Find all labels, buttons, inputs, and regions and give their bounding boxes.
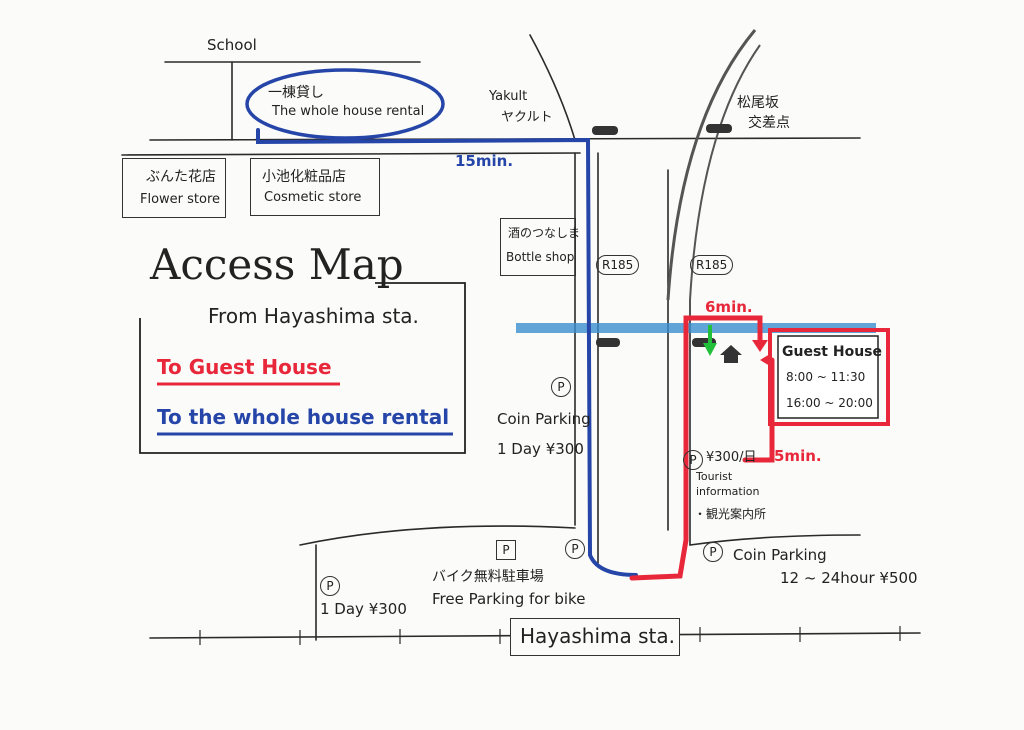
guest-arrow-down — [752, 340, 768, 352]
flower-store-box — [122, 158, 226, 218]
cosmetic-store-jp: 小池化粧品店 — [262, 169, 346, 185]
guest-hours-2: 16:00 ~ 20:00 — [786, 396, 873, 410]
route-rental — [245, 68, 638, 577]
title-box-border — [139, 282, 466, 454]
house-icon — [720, 345, 742, 355]
parking-icon: P — [320, 576, 340, 596]
map-subtitle: From Hayashima sta. — [208, 304, 419, 328]
parking-icon: P — [565, 539, 585, 559]
guest-walk-time-2: 5min. — [774, 447, 822, 465]
station-label: Hayashima sta. — [520, 624, 676, 648]
station-box — [510, 618, 680, 656]
guest-house-inner — [777, 335, 879, 419]
school-label: School — [207, 36, 257, 54]
cosmetic-store-box — [250, 158, 380, 216]
bottle-shop-box — [500, 218, 576, 276]
yakult-label-en: Yakult — [489, 89, 528, 104]
guest-arrow-left — [760, 354, 770, 366]
green-arrow-icon — [703, 325, 717, 356]
cosmetic-store-en: Cosmetic store — [264, 190, 362, 205]
bottle-shop-jp: 酒のつなしま — [508, 226, 581, 240]
flower-store-jp: ぶんた花店 — [146, 169, 216, 185]
tourist-parking-price: ¥300/日 — [706, 450, 757, 465]
bike-parking-en: Free Parking for bike — [432, 590, 586, 608]
bike-parking-jp: バイク無料駐車場 — [432, 569, 544, 585]
legend-guest-route: To Guest House — [157, 355, 332, 379]
guest-hours-1: 8:00 ~ 11:30 — [786, 370, 866, 384]
coin-parking-left-price: 1 Day ¥300 — [497, 440, 584, 458]
tourist-label-jp: ・観光案内所 — [694, 507, 767, 521]
coin-parking-right-label: Coin Parking — [733, 546, 827, 564]
rental-walk-time: 15min. — [455, 152, 514, 170]
street-upper-lower-edge — [121, 152, 581, 156]
parking-icon: P — [551, 377, 571, 397]
road-r185-right: R185 — [690, 255, 734, 275]
intersection-label-1: 松尾坂 — [737, 95, 779, 111]
bottle-shop-en: Bottle shop — [506, 250, 575, 264]
guest-house-outer — [768, 328, 890, 426]
parking-icon: P — [703, 542, 723, 562]
rental-label-en: The whole house rental — [272, 104, 425, 119]
flower-store-en: Flower store — [140, 192, 221, 207]
coin-parking-right-price: 12 ~ 24hour ¥500 — [780, 569, 918, 587]
coin-parking-left-label: Coin Parking — [497, 410, 591, 428]
parking-icon: P — [683, 450, 703, 470]
railway-ticks — [199, 626, 901, 645]
guest-walk-time-1: 6min. — [705, 298, 753, 316]
traffic-light-icon — [592, 124, 732, 347]
parking-bottom-left-price: 1 Day ¥300 — [320, 600, 407, 618]
rental-label-jp: 一棟貸し — [268, 85, 324, 101]
street-bottom-curve — [299, 525, 576, 546]
street-yakult-curve — [529, 34, 576, 141]
intersection-label-2: 交差点 — [748, 115, 790, 131]
river — [516, 323, 876, 333]
legend-rental-route: To the whole house rental — [157, 405, 450, 429]
road-r185-left: R185 — [596, 255, 640, 275]
tourist-label-1: Tourist — [696, 470, 733, 483]
yakult-label-jp: ヤクルト — [501, 110, 553, 125]
tourist-label-2: information — [696, 485, 760, 498]
guest-house-label: Guest House — [782, 344, 882, 360]
bike-parking-icon: P — [496, 540, 516, 560]
map-title: Access Map — [150, 240, 404, 289]
